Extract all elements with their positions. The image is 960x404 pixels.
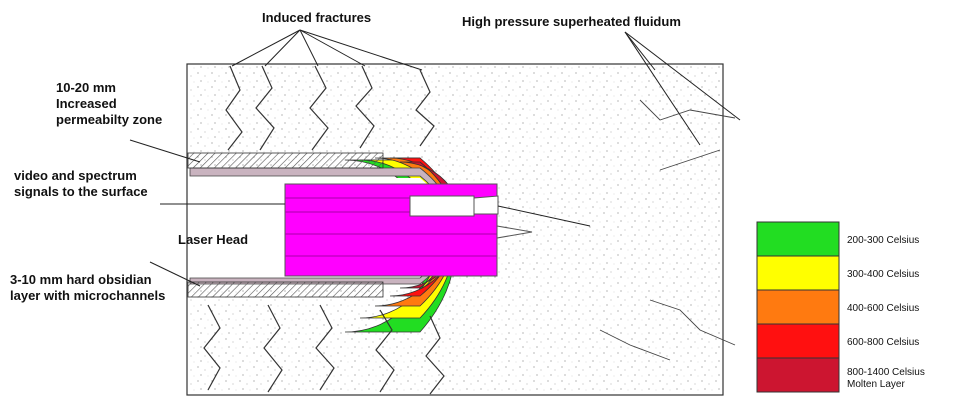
legend-label: 400-600 Celsius <box>847 303 919 314</box>
legend-swatch <box>756 323 840 359</box>
legend-label: 600-800 Celsius <box>847 337 919 348</box>
laser-head <box>284 183 591 277</box>
legend-swatch <box>756 221 840 257</box>
legend-label: 200-300 Celsius <box>847 235 919 246</box>
label-laser-head: Laser Head <box>178 232 248 247</box>
label-obsidian-2: layer with microchannels <box>10 288 165 303</box>
legend-swatch <box>756 357 840 393</box>
legend-label: 800-1400 Celsius <box>847 367 925 378</box>
fractures-top <box>225 65 435 151</box>
label-video-1: video and spectrum <box>14 168 137 183</box>
label-perm-3: permeabilty zone <box>56 112 162 127</box>
label-superheated: High pressure superheated fluidum <box>462 14 681 29</box>
label-perm-2: Increased <box>56 96 117 111</box>
legend-swatch <box>756 255 840 291</box>
legend-swatch <box>756 289 840 325</box>
legend-label-secondary: Molten Layer <box>847 379 905 390</box>
permeability-zone-bottom <box>187 281 384 298</box>
label-induced-fractures: Induced fractures <box>262 10 371 25</box>
permeability-zone-top <box>187 152 384 169</box>
fluidum-cracks <box>599 99 736 361</box>
label-obsidian-1: 3-10 mm hard obsidian <box>10 272 152 287</box>
legend-label: 300-400 Celsius <box>847 269 919 280</box>
label-perm-1: 10-20 mm <box>56 80 116 95</box>
label-video-2: signals to the surface <box>14 184 148 199</box>
temperature-legend: 200-300 Celsius 300-400 Celsius 400-600 Ce… <box>756 221 925 393</box>
fractures-bottom <box>203 304 445 395</box>
leader-lines <box>129 29 741 287</box>
